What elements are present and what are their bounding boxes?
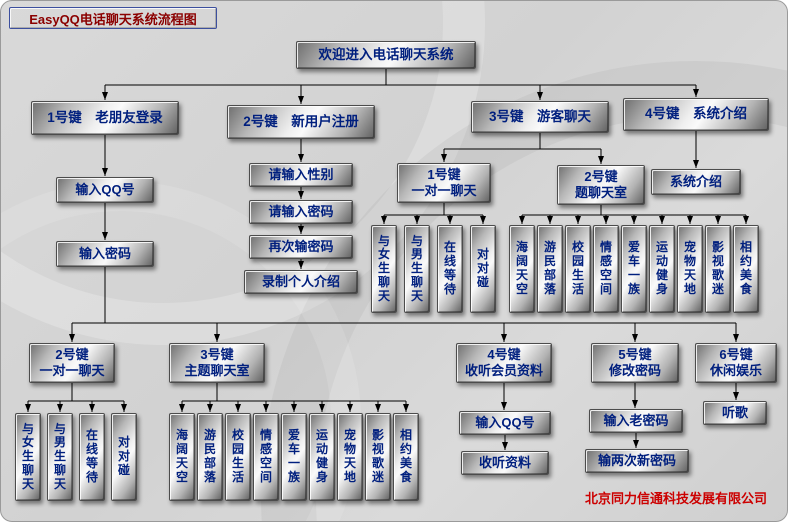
flow-node-member-theme-room-1: 海阔天空: [169, 413, 195, 501]
flow-node-member-theme-room-3: 校园生活: [225, 413, 251, 501]
flow-node-guest-theme-room: 2号键 题聊天室: [557, 165, 645, 205]
node-label-line2: 收听会员资料: [464, 363, 543, 378]
flow-node-input-password: 输入密码: [56, 241, 154, 267]
flow-node-room-match: 对对碰: [470, 225, 496, 313]
flow-node-listen-song: 听歌: [703, 401, 767, 425]
flow-node-member-theme-room-7: 宠物天地: [337, 413, 363, 501]
flow-node-room-chat-girls: 与女生聊天: [371, 225, 397, 313]
flow-node-member-room-chat-boys: 与男生聊天: [47, 413, 73, 501]
node-label-line2: 休闲娱乐: [709, 363, 762, 378]
company-name: 北京同力信通科技发展有限公司: [585, 491, 768, 506]
flow-node-member-theme-room-8: 影视歌迷: [365, 413, 391, 501]
flow-node-theme-room-8: 影视歌迷: [705, 225, 731, 313]
flow-node-member-room-wait-online: 在线等待: [79, 413, 105, 501]
flow-node-member-theme-room-2: 游民部落: [197, 413, 223, 501]
flow-node-room-wait-online: 在线等待: [437, 225, 463, 313]
flow-node-member-one-to-one: 2号键 一对一聊天: [29, 343, 115, 383]
flow-node-room-chat-boys: 与男生聊天: [404, 225, 430, 313]
flow-node-theme-room-4: 情感空间: [593, 225, 619, 313]
node-label-line1: 4号键: [487, 347, 521, 363]
flow-node-listen-info: 收听资料: [461, 451, 549, 475]
flow-node-theme-room-2: 游民部落: [537, 225, 563, 313]
flow-node-key3-guest-chat: 3号键 游客聊天: [471, 101, 609, 133]
flow-node-guest-one-to-one: 1号键 一对一聊天: [397, 163, 491, 203]
flow-node-key2-register: 2号键 新用户注册: [227, 105, 375, 139]
flow-node-register-password: 请输入密码: [249, 200, 353, 224]
node-label-line2: 修改密码: [608, 363, 661, 378]
flow-node-listen-input-qq: 输入QQ号: [459, 411, 551, 435]
node-label-line2: 一对一聊天: [411, 183, 477, 198]
flow-node-key1-login: 1号键 老朋友登录: [31, 101, 179, 135]
flow-node-member-change-password: 5号键 修改密码: [591, 343, 679, 383]
flow-node-member-theme-room-4: 情感空间: [253, 413, 279, 501]
flow-node-input-new-password-twice: 输两次新密码: [585, 449, 689, 473]
flow-node-member-listen-info: 4号键 收听会员资料: [456, 343, 552, 383]
node-label-line2: 一对一聊天: [39, 363, 105, 378]
flow-node-input-qq: 输入QQ号: [56, 177, 154, 203]
flow-node-theme-room-3: 校园生活: [565, 225, 591, 313]
flow-node-member-theme-room-5: 爱车一族: [281, 413, 307, 501]
flow-node-theme-room-1: 海阔天空: [509, 225, 535, 313]
node-label-line1: 1号键: [427, 167, 461, 183]
flow-node-theme-room-6: 运动健身: [649, 225, 675, 313]
node-label-line1: 2号键: [584, 169, 618, 185]
flow-node-system-intro: 系统介绍: [651, 169, 741, 195]
flow-node-record-intro: 录制个人介绍: [244, 270, 358, 294]
page-title: EasyQQ电话聊天系统流程图: [9, 7, 217, 29]
flow-node-member-theme-room-9: 相约美食: [393, 413, 419, 501]
flow-node-theme-room-9: 相约美食: [733, 225, 759, 313]
flow-node-input-old-password: 输入老密码: [589, 409, 683, 433]
flow-node-member-theme-room-6: 运动健身: [309, 413, 335, 501]
flow-node-password-again: 再次输密码: [249, 235, 353, 259]
flow-node-welcome: 欢迎进入电话聊天系统: [296, 41, 476, 69]
node-label-line1: 3号键: [200, 347, 234, 363]
flow-node-key4-system-intro: 4号键 系统介绍: [623, 98, 769, 131]
flow-node-member-room-chat-girls: 与女生聊天: [15, 413, 41, 501]
flow-node-member-room-match: 对对碰: [111, 413, 137, 501]
flow-node-member-leisure: 6号键 休闲娱乐: [695, 343, 777, 383]
node-label-line2: 题聊天室: [574, 185, 627, 200]
flow-node-input-gender: 请输入性别: [249, 163, 353, 187]
node-label-line1: 5号键: [618, 347, 652, 363]
flow-node-theme-room-7: 宠物天地: [677, 225, 703, 313]
node-label-line2: 主题聊天室: [184, 363, 250, 378]
flow-node-member-theme-room: 3号键 主题聊天室: [169, 343, 265, 383]
flow-node-theme-room-5: 爱车一族: [621, 225, 647, 313]
node-label-line1: 2号键: [55, 347, 89, 363]
node-label-line1: 6号键: [719, 347, 753, 363]
